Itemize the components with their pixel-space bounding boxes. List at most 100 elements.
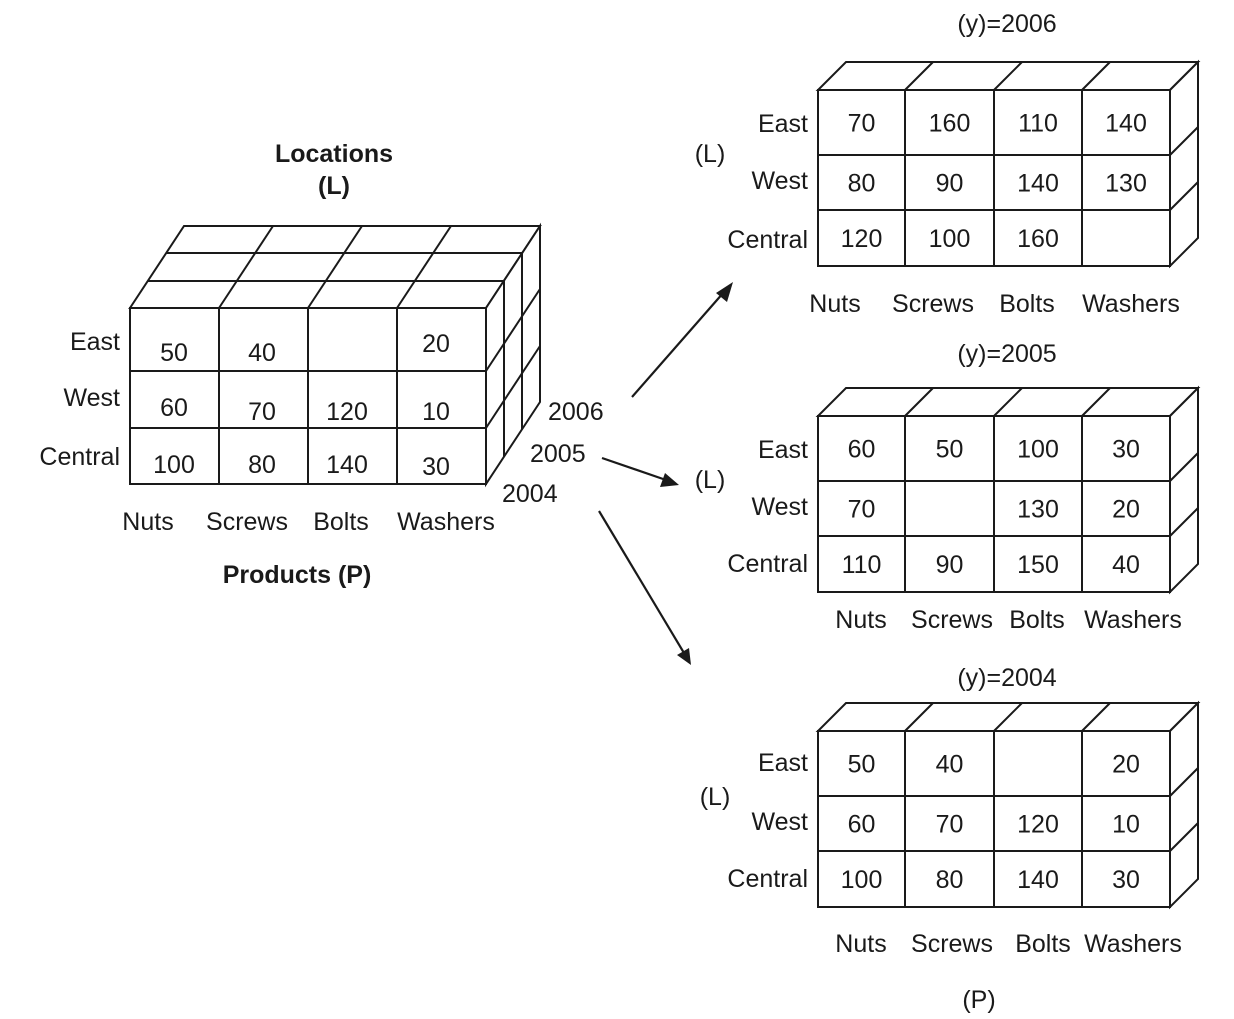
slice-title: (y)=2005 (957, 340, 1056, 368)
slice-col-label-nuts: Nuts (835, 930, 886, 958)
slice-row-label-central: Central (727, 865, 808, 893)
slice-cell-east-washers: 140 (1105, 110, 1147, 138)
slice-grid (818, 387, 1199, 592)
cube-cell-west-2: 120 (326, 398, 368, 426)
slice-cell-central-washers: 40 (1112, 551, 1140, 579)
arrowhead-2006 (716, 282, 733, 302)
slice-col-label-nuts: Nuts (809, 290, 860, 318)
slice-col-label-screws: Screws (911, 930, 993, 958)
slice-col-label-washers: Washers (1084, 606, 1182, 634)
slice-cell-central-bolts: 140 (1017, 866, 1059, 894)
slice-side-face (1169, 385, 1199, 595)
slice-col-label-screws: Screws (911, 606, 993, 634)
slice-row-label-west: West (752, 493, 809, 521)
slice-cell-central-nuts: 110 (842, 551, 882, 579)
slice-cell-west-bolts: 140 (1017, 170, 1059, 198)
slice-grid (818, 702, 1199, 907)
slice-col-label-bolts: Bolts (1009, 606, 1065, 634)
slice-col-label-washers: Washers (1082, 290, 1180, 318)
slice-cell-central-nuts: 100 (841, 866, 883, 894)
slice-cell-east-nuts: 60 (848, 436, 876, 464)
cube-cell-central-0: 100 (153, 451, 195, 479)
cube-cell-central-3: 30 (422, 453, 450, 481)
slice-cell-east-bolts: 100 (1017, 436, 1059, 464)
cube-x-axis-title: Products (P) (223, 561, 372, 589)
slice-col-label-washers: Washers (1084, 930, 1182, 958)
slice-side-face (1169, 59, 1199, 269)
cube-title-line1: Locations (275, 140, 393, 168)
cube-front-grid (130, 308, 486, 484)
slice-cell-east-washers: 20 (1112, 751, 1140, 779)
cube-cell-west-0: 60 (160, 394, 188, 422)
slice-cell-west-washers: 130 (1105, 170, 1147, 198)
slice-cell-central-bolts: 150 (1017, 551, 1059, 579)
cube-col-label-bolts: Bolts (313, 508, 369, 536)
slice-cell-east-bolts: 110 (1018, 110, 1058, 138)
slice-axis-label: (L) (695, 466, 726, 494)
slice-cell-west-screws: 70 (936, 811, 964, 839)
slice-cell-central-screws: 90 (936, 551, 964, 579)
slice-cell-west-screws: 90 (936, 170, 964, 198)
slice-col-label-nuts: Nuts (835, 606, 886, 634)
slice-cell-west-nuts: 60 (848, 811, 876, 839)
slice-col-label-bolts: Bolts (1015, 930, 1071, 958)
cube-top-grid (148, 225, 522, 309)
cube-row-label-east: East (70, 328, 120, 356)
cube-col-label-nuts: Nuts (122, 508, 173, 536)
cube-title-line2: (L) (318, 172, 350, 200)
slice-cell-central-screws: 80 (936, 866, 964, 894)
cube-row-label-central: Central (39, 443, 120, 471)
cube-side-grid (485, 253, 541, 457)
arrowhead-2004 (677, 648, 691, 665)
slice-cell-west-nuts: 70 (848, 496, 876, 524)
slice-row-label-east: East (758, 110, 808, 138)
slice-side-face (1169, 700, 1199, 910)
slice-axis-label: (L) (700, 783, 731, 811)
cube-cell-east-3: 20 (422, 330, 450, 358)
slice-row-label-west: West (752, 808, 809, 836)
slice-cell-central-bolts: 160 (1017, 225, 1059, 253)
cube-col-label-screws: Screws (206, 508, 288, 536)
cube-depth-label-2005: 2005 (530, 440, 586, 468)
slice-cell-central-washers: 30 (1112, 866, 1140, 894)
slice-cell-west-bolts: 120 (1017, 811, 1059, 839)
slice-cell-west-washers: 10 (1112, 811, 1140, 839)
slice-cell-east-nuts: 70 (848, 110, 876, 138)
slice-cell-west-bolts: 130 (1017, 496, 1059, 524)
slice-title: (y)=2004 (957, 664, 1056, 692)
slice-cell-east-screws: 50 (936, 436, 964, 464)
slice-row-label-west: West (752, 167, 809, 195)
cube-depth-label-2004: 2004 (502, 480, 558, 508)
slice-col-label-screws: Screws (892, 290, 974, 318)
slice-grid (818, 61, 1199, 266)
slice-row-label-central: Central (727, 550, 808, 578)
arrow-to-2004 (598, 510, 685, 654)
cube-cell-central-1: 80 (248, 451, 276, 479)
cube-depth-label-2006: 2006 (548, 398, 604, 426)
slice-arrows (598, 282, 733, 665)
slice-cell-east-nuts: 50 (848, 751, 876, 779)
arrow-to-2005 (601, 456, 667, 482)
slice-cell-east-screws: 160 (929, 110, 971, 138)
slice-col-label-bolts: Bolts (999, 290, 1055, 318)
cube-cell-east-1: 40 (248, 339, 276, 367)
slices-x-axis-label: (P) (962, 986, 995, 1014)
cube-cell-west-1: 70 (248, 398, 276, 426)
slice-row-label-east: East (758, 436, 808, 464)
slice-cell-west-washers: 20 (1112, 496, 1140, 524)
slice-cell-central-nuts: 120 (841, 225, 883, 253)
cube-col-label-washers: Washers (397, 508, 495, 536)
slice-title: (y)=2006 (957, 10, 1056, 38)
slice-cell-west-nuts: 80 (848, 170, 876, 198)
slice-cell-east-screws: 40 (936, 751, 964, 779)
cube-cell-central-2: 140 (326, 451, 368, 479)
slice-row-label-central: Central (727, 226, 808, 254)
slice-row-label-east: East (758, 749, 808, 777)
